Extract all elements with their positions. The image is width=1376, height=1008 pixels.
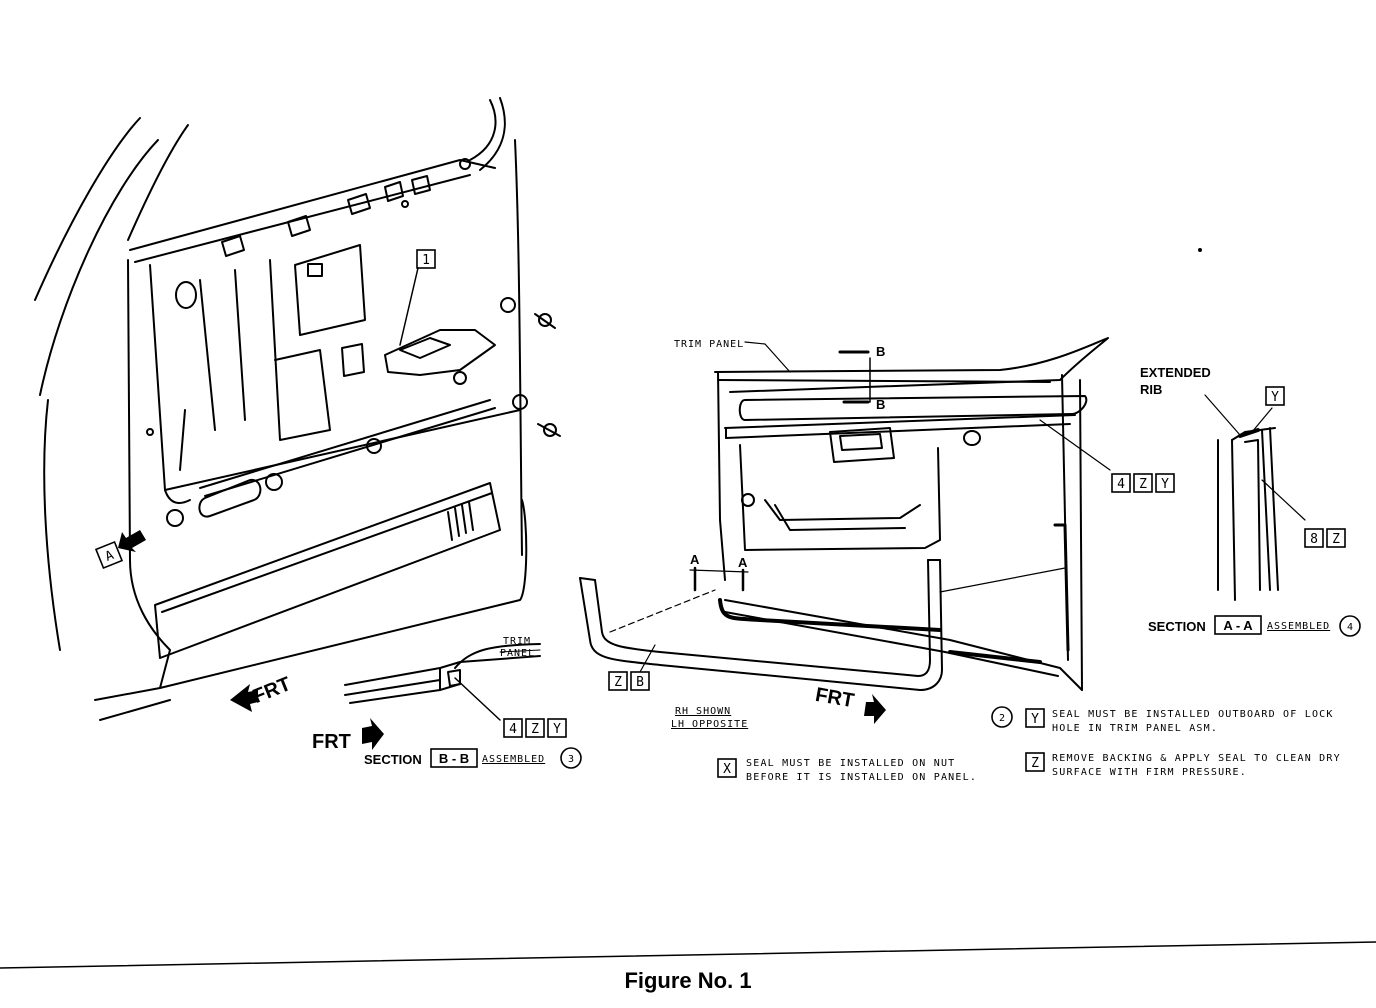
callout-y-bb: Y xyxy=(553,722,561,737)
arrow-b-top-label: B xyxy=(876,344,885,359)
callout-z-bb: Z xyxy=(531,722,539,737)
section-bb-id: B - B xyxy=(439,751,469,766)
callout-y-rib: Y xyxy=(1271,390,1279,405)
a-arrow-left-door xyxy=(118,530,146,552)
callout-8-aa: 8 xyxy=(1310,532,1318,547)
arrow-a-right-label: A xyxy=(738,555,748,570)
arrow-b-bottom-label: B xyxy=(876,397,885,412)
callout-4-trim: 4 xyxy=(1117,477,1125,492)
callout-b-strip: B xyxy=(636,675,644,690)
frt-label-bottom: FRT xyxy=(312,731,351,753)
section-aa-number: 4 xyxy=(1347,622,1353,633)
trim-panel-small-1: TRIM xyxy=(503,636,531,647)
extended-rib-label-1: EXTENDED xyxy=(1140,365,1211,380)
frt-arrow-center xyxy=(864,694,886,724)
note-z-box: Z xyxy=(1031,756,1039,771)
note-y-line-1: SEAL MUST BE INSTALLED OUTBOARD OF LOCK xyxy=(1052,709,1334,720)
note-number: 2 xyxy=(999,713,1005,724)
note-x-box: X xyxy=(723,762,731,777)
section-bb-drawing xyxy=(344,643,541,721)
note-z-line-1: REMOVE BACKING & APPLY SEAL TO CLEAN DRY xyxy=(1052,753,1341,764)
callout-1: 1 xyxy=(422,253,430,268)
callout-a-door: A xyxy=(103,548,116,565)
section-aa-assembled: ASSEMBLED xyxy=(1267,621,1330,632)
frt-arrow-bottom xyxy=(362,718,384,750)
note-z-line-2: SURFACE WITH FIRM PRESSURE. xyxy=(1052,767,1247,778)
section-aa-drawing xyxy=(1198,248,1306,601)
callout-y-trim: Y xyxy=(1161,477,1169,492)
frt-label-center: FRT xyxy=(814,684,856,712)
note-x-line-1: SEAL MUST BE INSTALLED ON NUT xyxy=(746,758,955,769)
rh-shown: RH SHOWN xyxy=(675,706,731,717)
callout-z-aa: Z xyxy=(1332,532,1340,547)
callout-z-strip: Z xyxy=(614,675,622,690)
section-aa-id: A - A xyxy=(1223,618,1253,633)
figure-divider xyxy=(0,941,1376,969)
extended-rib-label-2: RIB xyxy=(1140,382,1162,397)
lh-opposite: LH OPPOSITE xyxy=(671,719,748,730)
note-y-line-2: HOLE IN TRIM PANEL ASM. xyxy=(1052,723,1218,734)
trim-panel-small-2: PANEL xyxy=(500,648,535,659)
note-x-line-2: BEFORE IT IS INSTALLED ON PANEL. xyxy=(746,772,977,783)
note-y-box: Y xyxy=(1031,712,1039,727)
section-bb-label: SECTION xyxy=(364,752,422,767)
figure-caption: Figure No. 1 xyxy=(624,968,751,993)
callout-4-bb: 4 xyxy=(509,722,517,737)
callout-z-trim: Z xyxy=(1139,477,1147,492)
section-bb-number: 3 xyxy=(568,754,574,765)
section-aa-label: SECTION xyxy=(1148,619,1206,634)
trim-panel-label: TRIM PANEL xyxy=(674,339,744,350)
frt-arrow-left xyxy=(230,684,258,712)
section-bb-assembled: ASSEMBLED xyxy=(482,754,545,765)
frt-label-left: FRT xyxy=(250,673,294,708)
arrow-a-left-label: A xyxy=(690,552,700,567)
trim-panel-drawing xyxy=(579,337,1111,691)
door-inner-panel xyxy=(34,97,561,721)
